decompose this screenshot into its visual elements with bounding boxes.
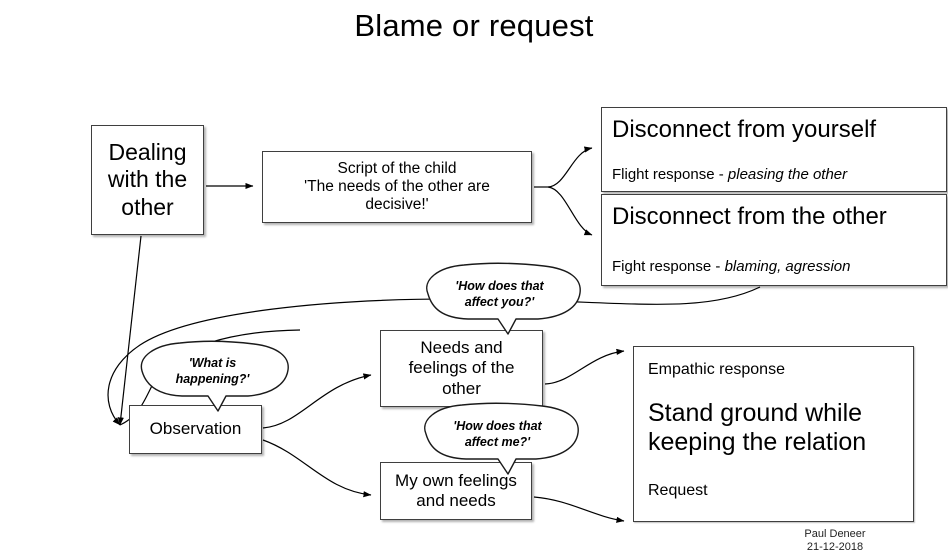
bubble-how-does-that-affect-you[interactable]: 'How does that affect you?': [412, 262, 587, 335]
bubble-shape-what-happening: [140, 340, 289, 412]
node-script-line1: Script of the child: [337, 159, 457, 177]
node-disconnect-from-the-other[interactable]: Disconnect from the other Fight response…: [601, 194, 947, 286]
node-dealing-line2: with the: [107, 166, 188, 193]
page-title: Blame or request: [354, 8, 594, 43]
node-dealing-line3: other: [121, 193, 174, 220]
node-disconnect-other-subtext: Fight response - blaming, agression: [612, 258, 936, 276]
node-script-line3: decisive!': [365, 196, 429, 214]
node-disconnect-self-heading: Disconnect from yourself: [612, 116, 877, 143]
edge-my-own-to-outcome: [533, 496, 625, 523]
edge-script-to-disconnect-self: [547, 146, 593, 188]
node-needs-other-line1: Needs and: [420, 338, 503, 358]
edge-observation-to-my-own: [262, 439, 372, 498]
node-dealing-line1: Dealing: [108, 139, 187, 166]
node-disconnect-other-heading: Disconnect from the other: [612, 203, 887, 230]
bubble-how-does-that-affect-me[interactable]: 'How does that affect me?': [410, 402, 585, 475]
node-outcome-headline: Stand ground while keeping the relation: [648, 399, 899, 458]
node-disconnect-self-sub-prefix: Flight response -: [612, 166, 728, 184]
node-needs-other-line2: feelings of the: [408, 358, 515, 378]
credit-date: 21-12-2018: [806, 541, 864, 554]
node-disconnect-self-sub-emphasis: pleasing the other: [727, 166, 848, 184]
credit-author: Paul Deneer: [804, 528, 866, 540]
node-observation-label: Observation: [149, 419, 242, 439]
bubble-shape-affect-me: [424, 402, 579, 475]
edge-needs-other-to-outcome: [544, 348, 625, 385]
node-outcome-top-label: Empathic response: [648, 361, 785, 378]
node-my-own-feelings-and-needs[interactable]: My own feelings and needs: [380, 462, 532, 520]
bubble-shape-affect-you: [426, 262, 581, 335]
bubble-what-is-happening[interactable]: 'What is happening?': [130, 340, 295, 412]
node-outcome-headline-line1: Stand ground while: [648, 398, 863, 427]
node-disconnect-from-yourself[interactable]: Disconnect from yourself Flight response…: [601, 107, 947, 192]
node-disconnect-other-sub-prefix: Fight response -: [612, 258, 725, 276]
node-dealing-with-the-other[interactable]: Dealing with the other: [91, 125, 204, 235]
node-outcome-headline-line2: keeping the relation: [648, 428, 867, 457]
node-disconnect-self-subtext: Flight response - pleasing the other: [612, 166, 936, 184]
node-disconnect-other-sub-emphasis: blaming, agression: [724, 258, 851, 276]
credit-block: Paul Deneer 21-12-2018: [755, 528, 915, 554]
node-needs-other-line3: other: [442, 378, 481, 398]
node-outcome-bottom-label: Request: [648, 481, 708, 499]
node-my-own-line2: and needs: [416, 491, 496, 510]
node-script-line2: 'The needs of the other are: [304, 177, 490, 195]
edge-script-to-disconnect-other: [547, 186, 593, 236]
node-needs-and-feelings-of-the-other[interactable]: Needs and feelings of the other: [380, 330, 543, 407]
node-my-own-line1: My own feelings: [395, 470, 517, 490]
node-script-of-the-child[interactable]: Script of the child 'The needs of the ot…: [262, 151, 532, 223]
node-stand-ground-outcome[interactable]: Empathic response Stand ground while kee…: [633, 346, 914, 522]
